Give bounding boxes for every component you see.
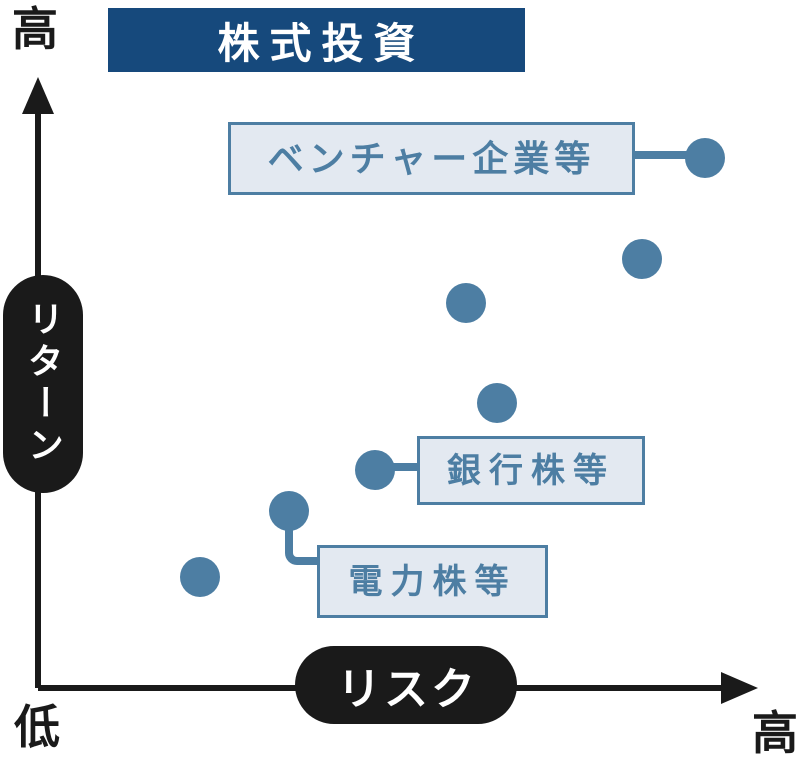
scatter-dot-3 bbox=[477, 383, 517, 423]
annotation-power-text: 電力株等 bbox=[348, 562, 517, 601]
connector-power-elbow bbox=[285, 511, 319, 565]
x-axis-high-label: 高 bbox=[752, 707, 798, 759]
scatter-dot-2 bbox=[446, 283, 486, 323]
x-axis-label-pill: リスク bbox=[295, 646, 517, 724]
annotation-venture-text: ベンチャー企業等 bbox=[267, 137, 596, 179]
scatter-dot-0 bbox=[685, 138, 725, 178]
annotation-bank-label: 銀行株等 bbox=[417, 436, 645, 505]
page-title: 株式投資 bbox=[217, 19, 426, 67]
x-axis-arrow-icon bbox=[721, 672, 758, 704]
scatter-dot-4 bbox=[355, 450, 395, 490]
y-axis-arrow-icon bbox=[22, 77, 54, 114]
annotation-power-label: 電力株等 bbox=[317, 545, 548, 618]
scatter-dot-1 bbox=[622, 239, 662, 279]
connector-venture bbox=[630, 151, 708, 159]
scatter-dot-5 bbox=[269, 491, 309, 531]
x-axis-low-label: 低 bbox=[14, 701, 60, 753]
connector-bank bbox=[373, 463, 421, 471]
annotation-bank-text: 銀行株等 bbox=[447, 451, 615, 490]
title-banner: 株式投資 bbox=[108, 8, 525, 72]
x-axis-label: リスク bbox=[337, 665, 478, 714]
annotation-venture-label: ベンチャー企業等 bbox=[228, 122, 635, 195]
y-axis-label: リターン bbox=[23, 300, 64, 468]
y-axis-high-label: 高 bbox=[12, 3, 58, 55]
scatter-dot-6 bbox=[180, 557, 220, 597]
y-axis-label-pill: リターン bbox=[3, 275, 83, 493]
